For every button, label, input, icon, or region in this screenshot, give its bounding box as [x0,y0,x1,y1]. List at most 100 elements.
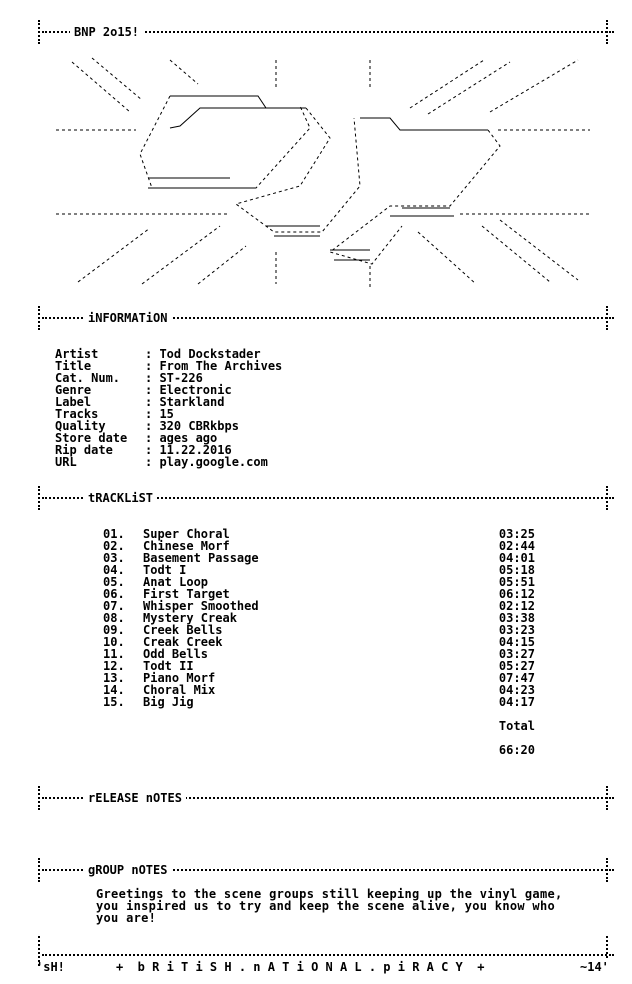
total-row: Total [103,720,543,744]
information-value: : Starkland [145,395,225,409]
track-number: 09. [103,623,125,637]
track-title: Todt I [143,563,187,577]
track-number: 07. [103,599,125,613]
header-right-border [606,20,610,44]
information-row: Label : Starkland [55,396,224,408]
group-notes-section-header: gROUP nOTES [30,858,614,882]
track-duration: 05:27 [498,659,535,673]
header-dotted-rule [42,31,614,33]
release-notes-section-header: rELEASE nOTES [30,786,614,810]
logo-ray [489,59,579,113]
section-right-border [606,306,610,330]
track-duration: 07:47 [498,671,535,685]
total-value-row: 66:20 [103,744,543,768]
information-key: Artist [55,347,99,361]
header-bar: BNP 2o15! [30,20,614,44]
track-duration: 06:12 [498,587,535,601]
logo-ray [499,219,579,281]
track-row: 14. Choral Mix 04:23 [103,684,543,696]
information-value: : Electronic [145,383,232,397]
track-title: Whisper Smoothed [143,599,259,613]
bnp-logo-art [56,57,590,288]
track-number: 02. [103,539,125,553]
section-left-border [38,306,42,330]
track-title: Mystery Creak [143,611,237,625]
logo-ray [169,59,199,85]
track-duration: 03:23 [498,623,535,637]
track-title: Super Choral [143,527,230,541]
track-duration: 05:18 [498,563,535,577]
track-title: Todt II [143,659,194,673]
track-duration: 03:38 [498,611,535,625]
information-value: : Tod Dockstader [145,347,261,361]
track-duration: 04:17 [498,695,535,709]
information-row: Store date : ages ago [55,432,217,444]
track-number: 14. [103,683,125,697]
information-value: : From The Archives [145,359,283,373]
track-title: Big Jig [143,695,194,709]
footer-center-text: + b R i T i S H . n A T i O N A L . p i … [112,960,489,974]
track-number: 05. [103,575,125,589]
logo-letter-n [234,107,361,233]
track-number: 13. [103,671,125,685]
footer-left-text: 'sH! [36,960,65,974]
group-notes-section-title: gROUP nOTES [84,863,172,877]
footer: 'sH! + b R i T i S H . n A T i O N A L .… [36,958,620,974]
logo-ray [141,225,221,285]
information-row: Cat. Num.: ST-226 [55,372,203,384]
track-number: 11. [103,647,125,661]
track-title: Anat Loop [143,575,209,589]
section-left-border [38,858,42,882]
total-value: 66:20 [498,743,535,757]
information-section-header: iNFORMATiON [30,306,614,330]
group-notes-text: Greetings to the scene groups still keep… [96,887,563,925]
track-duration: 03:27 [498,647,535,661]
footer-dotted-rule [42,954,614,956]
information-key: Quality [55,419,106,433]
information-key: Label [55,395,92,409]
track-duration: 04:01 [498,551,535,565]
track-title: Odd Bells [143,647,209,661]
information-key: Store date [55,431,128,445]
information-key: Title [55,359,92,373]
track-duration: 05:51 [498,575,535,589]
information-key: Cat. Num. [55,371,121,385]
section-dotted-rule [42,869,614,871]
track-title: Choral Mix [143,683,216,697]
release-notes-section-title: rELEASE nOTES [84,791,186,805]
information-value: : ages ago [145,431,218,445]
information-key: Tracks [55,407,99,421]
logo-letter-b [169,95,267,129]
section-dotted-rule [42,797,614,799]
logo-ray [417,231,477,285]
logo-letter-p [360,117,488,131]
track-number: 04. [103,563,125,577]
logo-ray [197,245,247,285]
information-section-title: iNFORMATiON [84,311,172,325]
information-row: Artist : Tod Dockstader [55,348,261,360]
track-row: 07. Whisper Smoothed 02:12 [103,600,543,612]
section-left-border [38,486,42,510]
track-duration: 02:12 [498,599,535,613]
information-row: Tracks : 15 [55,408,174,420]
track-duration: 04:23 [498,683,535,697]
section-right-border [606,486,610,510]
information-value: : 11.22.2016 [145,443,232,457]
footer-right-border [606,936,610,966]
track-number: 08. [103,611,125,625]
track-title: First Target [143,587,230,601]
information-row: Title : From The Archives [55,360,282,372]
logo-ray [71,61,131,113]
information-value: : 15 [145,407,174,421]
footer-left-border [38,936,42,966]
track-row: 08. Mystery Creak 03:38 [103,612,543,624]
header-left-border [38,20,42,44]
track-title: Piano Morf [143,671,216,685]
footer-bar [30,936,614,966]
